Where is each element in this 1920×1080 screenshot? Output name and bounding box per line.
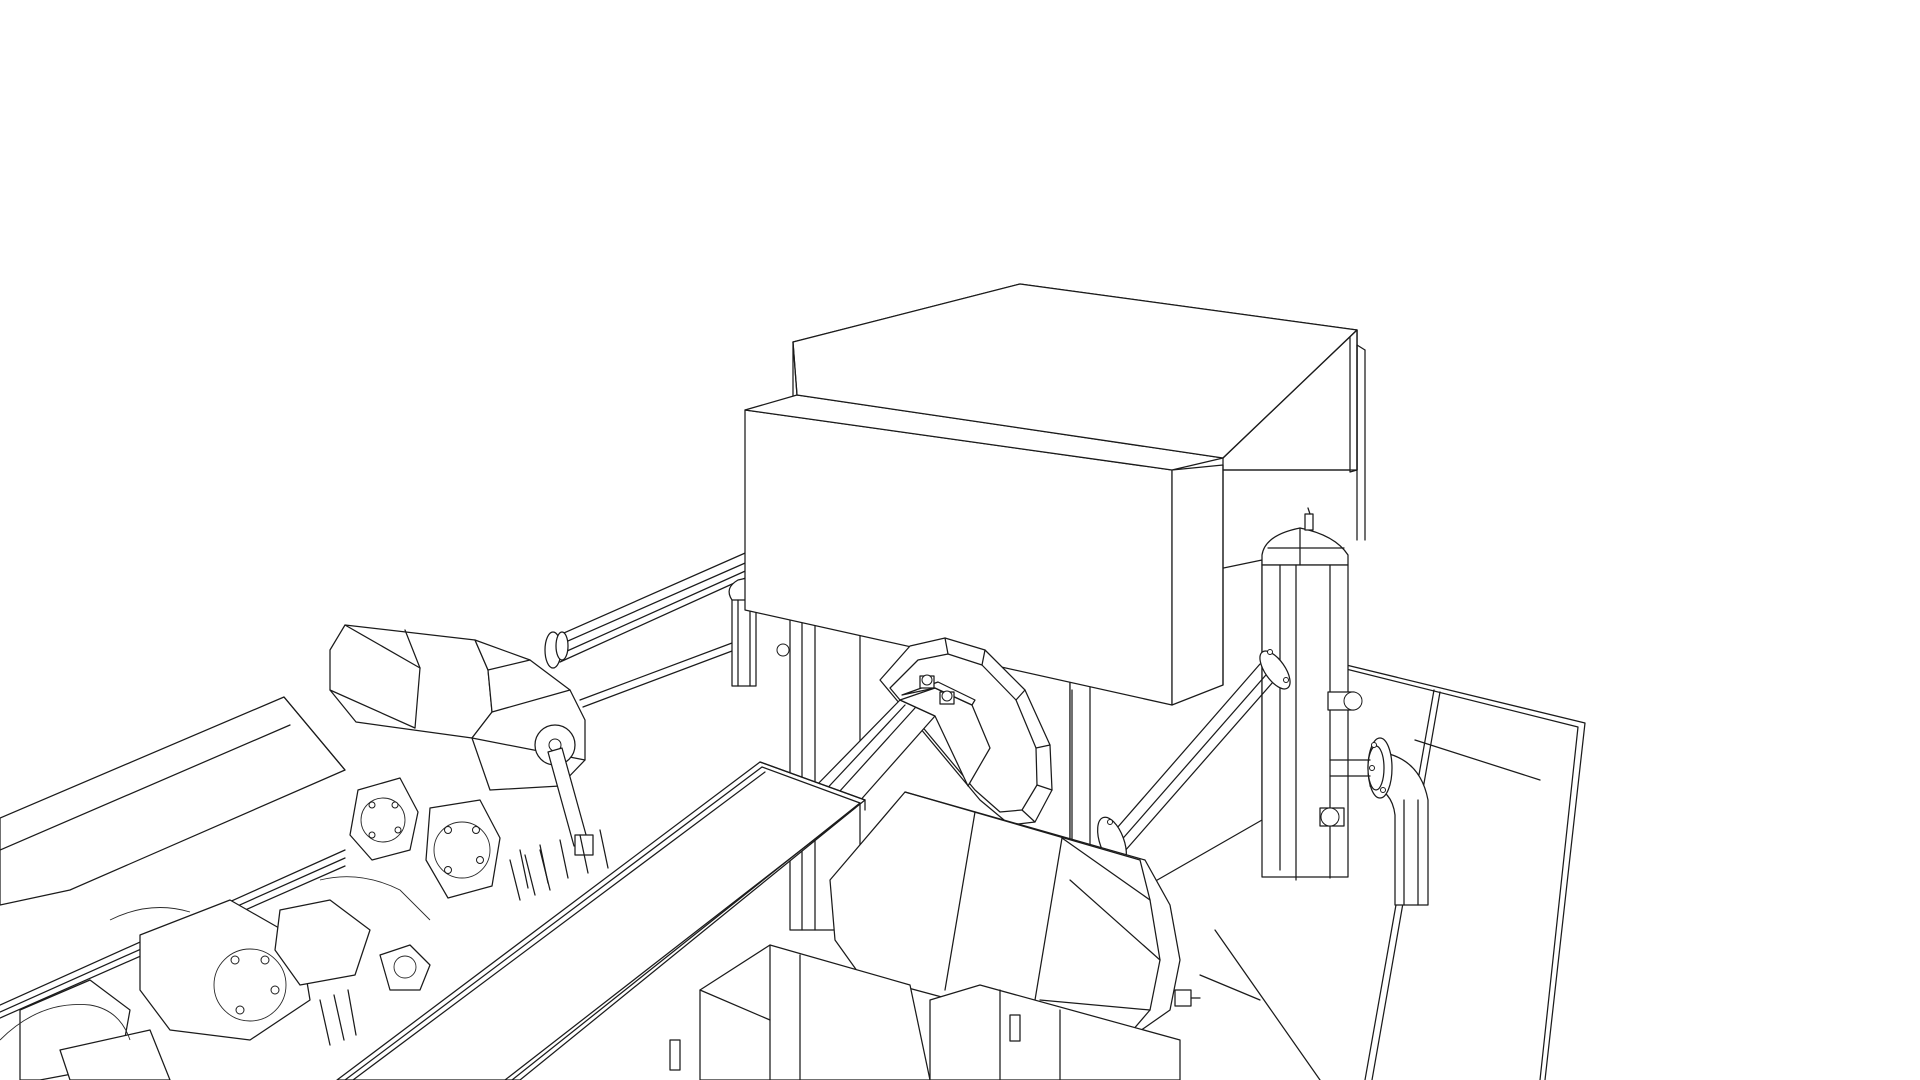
- tray-brackets: [519, 829, 609, 889]
- left-compressor-bank: [0, 696, 551, 1080]
- right-elbow-pipe: [1329, 737, 1429, 906]
- left-cylinder-housing: [329, 624, 594, 856]
- main-drive-shaft: [811, 674, 991, 813]
- vertical-vessel: [1261, 507, 1363, 881]
- right-cylinder-housing: [669, 791, 1201, 1080]
- cable-tray: [336, 761, 866, 1080]
- left-pipe-run: [544, 549, 753, 708]
